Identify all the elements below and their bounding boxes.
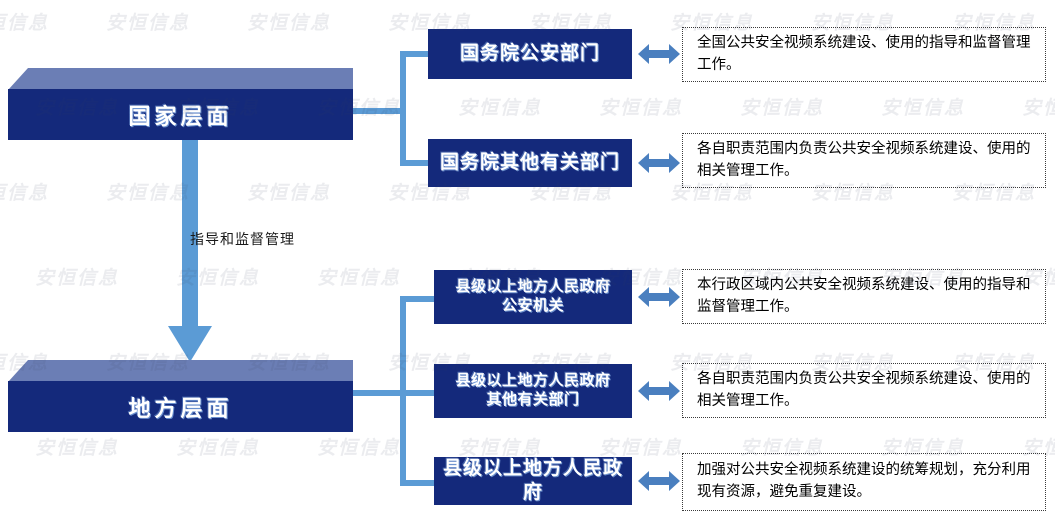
desc-box-county-gov-other-departments: 各自职责范围内负责公共安全视频系统建设、使用的相关管理工作。 — [682, 363, 1046, 418]
connector-national-bracket — [400, 51, 406, 166]
connector-local-branch-1 — [400, 296, 436, 302]
dept-label-state-council-other-departments: 国务院其他有关部门 — [440, 151, 620, 175]
watermark-text: 安恒信息 — [458, 438, 543, 459]
level-label-national: 国家层面 — [128, 103, 233, 129]
dept-box-county-gov-other-departments[interactable]: 县级以上地方人民政府 其他有关部门 — [434, 364, 632, 418]
level-block-local-face: 地方层面 — [8, 381, 353, 432]
level-block-local-top-face — [8, 360, 353, 382]
watermark-text: 安恒信息 — [247, 13, 332, 34]
desc-box-state-council-other-departments: 各自职责范围内负责公共安全视频系统建设、使用的相关管理工作。 — [682, 133, 1046, 188]
dept-label-line: 县级以上地方人民政府 — [442, 458, 623, 503]
dept-label-line: 县级以上地方人民政府 — [455, 278, 611, 296]
watermark-text: 安恒信息 — [599, 98, 684, 119]
desc-box-county-gov-public-security-organ: 本行政区域内公共安全视频系统建设、使用的指导和监督管理工作。 — [682, 269, 1046, 324]
connector-local-branch-3 — [400, 480, 436, 486]
connector-local-branch-2 — [400, 390, 436, 396]
connector-local-stem — [352, 390, 406, 396]
connector-national-branch-1 — [400, 51, 430, 57]
connector-national-stem — [352, 108, 406, 114]
desc-text-state-council-public-security: 全国公共安全视频系统建设、使用的指导和监督管理工作。 — [697, 34, 1031, 73]
watermark-text: 安恒信息 — [176, 438, 261, 459]
dept-label-state-council-public-security: 国务院公安部门 — [460, 42, 600, 66]
dept-label-line: 公安机关 — [501, 297, 564, 314]
dept-label-county-level-government: 县级以上地方人民政府 — [434, 457, 632, 505]
dept-label-line: 县级以上地方人民政府 — [455, 372, 611, 390]
watermark-text: 安恒信息 — [0, 13, 50, 34]
watermark-text: 安恒信息 — [740, 98, 825, 119]
watermark-text: 安恒信息 — [106, 13, 191, 34]
watermark-text: 安恒信息 — [0, 183, 50, 204]
watermark-text: 安恒信息 — [1022, 98, 1055, 119]
connector-national-branch-2 — [400, 160, 430, 166]
desc-text-county-gov-public-security-organ: 本行政区域内公共安全视频系统建设、使用的指导和监督管理工作。 — [697, 276, 1031, 315]
level-block-national-face: 国家层面 — [8, 89, 353, 140]
double-arrow-row-4 — [638, 380, 680, 402]
watermark-text: 安恒信息 — [247, 183, 332, 204]
double-arrow-row-2 — [638, 152, 680, 174]
double-arrow-row-1 — [638, 43, 680, 65]
watermark-text: 安恒信息 — [881, 98, 966, 119]
dept-box-state-council-other-departments[interactable]: 国务院其他有关部门 — [428, 139, 632, 187]
watermark-text: 安恒信息 — [599, 438, 684, 459]
dept-label-county-gov-other-departments: 县级以上地方人民政府 其他有关部门 — [455, 372, 610, 410]
desc-text-county-gov-other-departments: 各自职责范围内负责公共安全视频系统建设、使用的相关管理工作。 — [697, 370, 1031, 409]
guidance-flow-arrow — [168, 130, 212, 362]
watermark-text: 安恒信息 — [35, 268, 120, 289]
desc-box-state-council-public-security: 全国公共安全视频系统建设、使用的指导和监督管理工作。 — [682, 27, 1046, 82]
watermark-text: 安恒信息 — [317, 268, 402, 289]
level-block-national-top-face — [8, 68, 353, 90]
dept-box-county-level-government[interactable]: 县级以上地方人民政府 — [434, 457, 632, 505]
watermark-text: 安恒信息 — [317, 438, 402, 459]
dept-box-state-council-public-security[interactable]: 国务院公安部门 — [428, 29, 632, 79]
dept-label-line: 国务院公安部门 — [459, 43, 600, 65]
desc-text-state-council-other-departments: 各自职责范围内负责公共安全视频系统建设、使用的相关管理工作。 — [697, 140, 1031, 179]
desc-text-county-level-government: 加强对公共安全视频系统建设的统筹规划，充分利用现有资源，避免重复建设。 — [697, 462, 1031, 500]
level-block-national: 国家层面 — [8, 68, 353, 140]
dept-label-line: 其他有关部门 — [486, 391, 580, 408]
desc-box-county-level-government: 加强对公共安全视频系统建设的统筹规划，充分利用现有资源，避免重复建设。 — [682, 453, 1046, 511]
double-arrow-row-3 — [638, 286, 680, 308]
watermark-text: 安恒信息 — [35, 438, 120, 459]
dept-label-county-gov-public-security-organ: 县级以上地方人民政府 公安机关 — [455, 278, 610, 316]
watermark-text: 安恒信息 — [458, 98, 543, 119]
dept-box-county-gov-public-security-organ[interactable]: 县级以上地方人民政府 公安机关 — [434, 270, 632, 324]
double-arrow-row-5 — [638, 470, 680, 492]
dept-label-line: 国务院其他有关部门 — [439, 152, 620, 174]
level-block-local: 地方层面 — [8, 360, 353, 432]
level-label-local: 地方层面 — [128, 395, 233, 421]
flow-arrow-label: 指导和监督管理 — [190, 231, 295, 247]
